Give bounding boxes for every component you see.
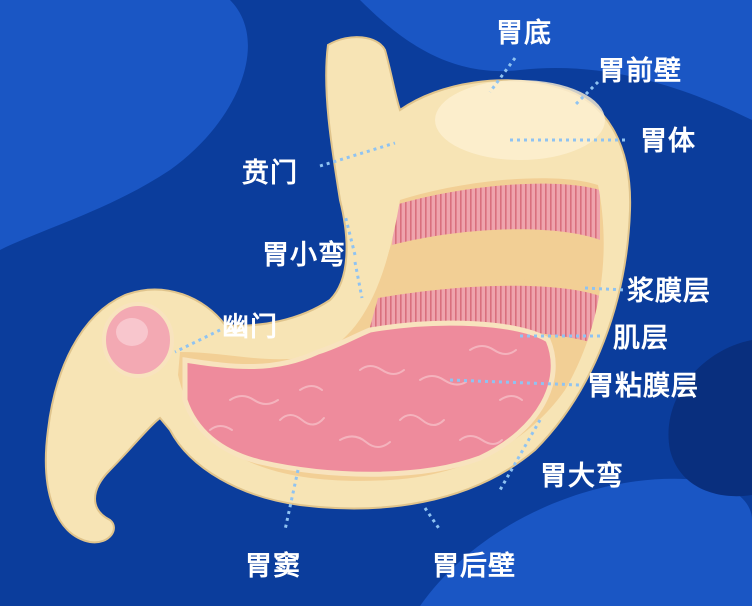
leader-lines — [174, 57, 628, 531]
label-posterior-wall: 胃后壁 — [432, 551, 516, 582]
background-shape-top — [360, 0, 752, 120]
background-shape-bottom — [420, 478, 752, 606]
label-fundus: 胃底 — [496, 18, 552, 49]
label-pylorus: 幽门 — [222, 312, 278, 343]
fundus-highlight — [435, 80, 605, 160]
label-antrum: 胃窦 — [245, 551, 301, 582]
mucosa-folds — [209, 345, 523, 448]
label-body: 胃体 — [640, 126, 696, 157]
background-shape-right — [668, 340, 752, 497]
background-shape-left — [0, 0, 248, 250]
mucosa-surface — [182, 320, 556, 477]
label-lesser-curvature: 胃小弯 — [262, 240, 346, 271]
label-muscularis: 肌层 — [613, 323, 669, 354]
label-anterior-wall: 胃前壁 — [598, 56, 682, 87]
label-serosa: 浆膜层 — [627, 276, 711, 307]
label-mucosa: 胃粘膜层 — [587, 371, 699, 402]
label-cardia: 贲门 — [242, 158, 298, 189]
label-greater-curvature: 胃大弯 — [540, 461, 624, 492]
